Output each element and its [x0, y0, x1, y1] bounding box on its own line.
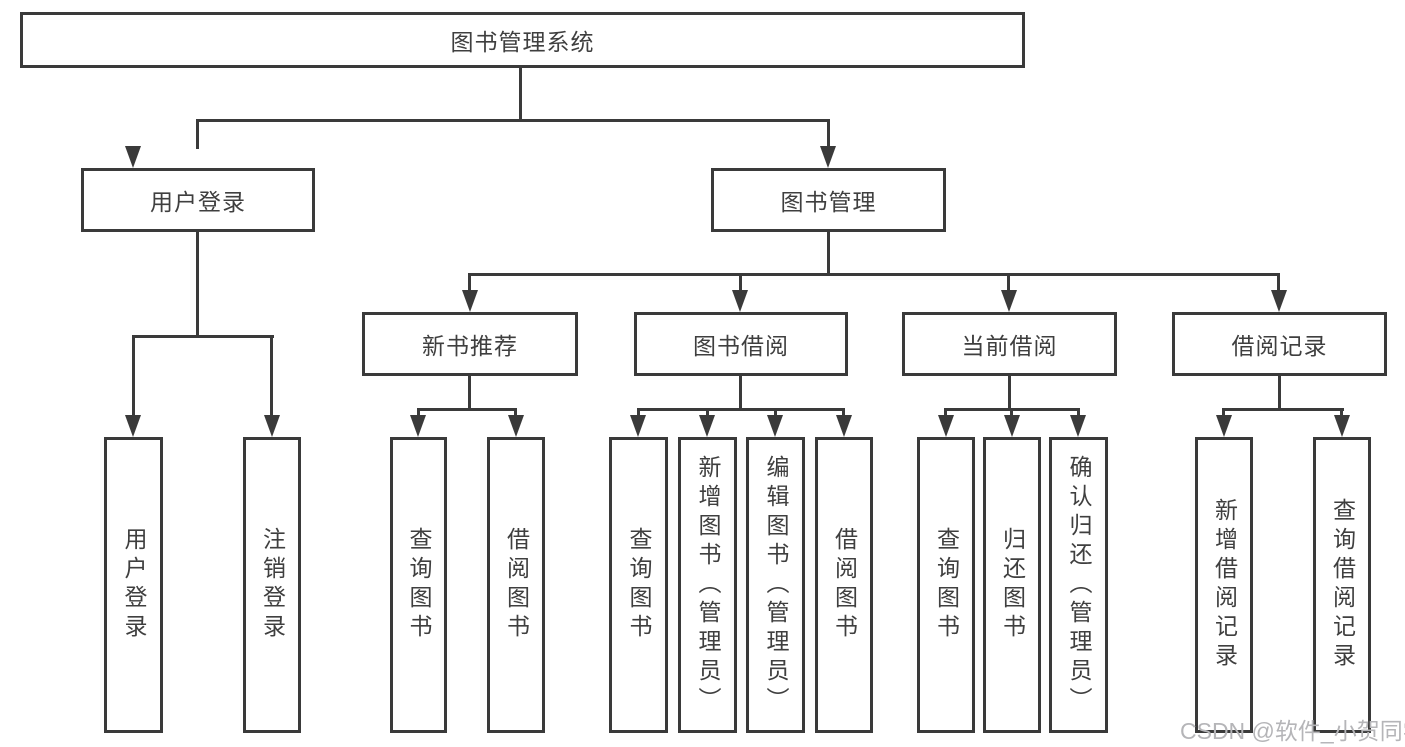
- node-book-borrow-label: 图书借阅: [693, 333, 789, 359]
- connector-stem: [1222, 408, 1225, 420]
- arrow-down-icon: [1271, 290, 1287, 312]
- connector-root-branch: [196, 119, 830, 122]
- connector-stem: [514, 408, 517, 420]
- arrow-down-icon: [1001, 290, 1017, 312]
- leaf-query-book-current-label: 查询图书: [933, 527, 960, 643]
- leaf-query-borrow-record: 查询借阅记录: [1313, 437, 1371, 733]
- connector-stem: [827, 119, 830, 149]
- connector-stem: [944, 408, 947, 420]
- leaf-add-borrow-record-label: 新增借阅记录: [1211, 498, 1238, 672]
- connector-user-login-stem: [196, 232, 199, 335]
- leaf-query-book-borrow: 查询图书: [609, 437, 668, 733]
- leaf-add-book-admin: 新增图书（管理员）: [678, 437, 737, 733]
- leaf-add-borrow-record: 新增借阅记录: [1195, 437, 1253, 733]
- leaf-query-book-recommend-label: 查询图书: [406, 527, 432, 643]
- arrow-down-icon: [410, 415, 426, 437]
- node-root-label: 图书管理系统: [450, 29, 595, 55]
- connector-book-mgmt-branch: [468, 273, 1280, 276]
- watermark: CSDN @软件_小贺同学: [1180, 718, 1405, 744]
- arrow-down-icon: [1334, 415, 1350, 437]
- connector-stem: [1010, 408, 1013, 420]
- arrow-down-icon: [1004, 415, 1020, 437]
- arrow-down-icon: [820, 146, 836, 168]
- node-current-borrow-label: 当前借阅: [961, 333, 1058, 359]
- connector-stem: [842, 408, 845, 420]
- connector-user-login-branch: [132, 335, 274, 338]
- connector-book-mgmt-stem: [827, 232, 830, 273]
- arrow-down-icon: [125, 146, 141, 168]
- connector-stem: [739, 273, 742, 293]
- leaf-borrow-book: 借阅图书: [815, 437, 873, 733]
- node-new-book-recommend: 新书推荐: [362, 312, 578, 376]
- arrow-down-icon: [836, 415, 852, 437]
- leaf-query-book-recommend: 查询图书: [390, 437, 447, 733]
- node-book-management: 图书管理: [711, 168, 946, 232]
- connector-borrow-stem: [739, 376, 742, 408]
- connector-stem: [1340, 408, 1343, 420]
- connector-stem: [774, 408, 777, 420]
- node-borrow-records: 借阅记录: [1172, 312, 1387, 376]
- leaf-edit-book-admin-label: 编辑图书（管理员）: [763, 454, 789, 716]
- leaf-borrow-book-recommend-label: 借阅图书: [503, 527, 530, 643]
- connector-borrow-branch: [637, 408, 845, 411]
- leaf-query-book-current: 查询图书: [917, 437, 975, 733]
- arrow-down-icon: [462, 290, 478, 312]
- node-book-borrow: 图书借阅: [634, 312, 848, 376]
- connector-stem: [637, 408, 640, 420]
- connector-stem: [1077, 408, 1080, 420]
- connector-recommend-stem: [468, 376, 471, 408]
- leaf-borrow-book-recommend: 借阅图书: [487, 437, 545, 733]
- node-user-login: 用户登录: [81, 168, 315, 232]
- node-root: 图书管理系统: [20, 12, 1025, 68]
- arrow-down-icon: [1216, 415, 1232, 437]
- connector-root-stem: [519, 68, 522, 119]
- connector-stem: [706, 408, 709, 420]
- arrow-down-icon: [767, 415, 783, 437]
- leaf-borrow-book-label: 借阅图书: [831, 527, 858, 643]
- leaf-query-borrow-record-label: 查询借阅记录: [1329, 498, 1356, 672]
- connector-records-branch: [1222, 408, 1344, 411]
- leaf-logout: 注销登录: [243, 437, 301, 733]
- arrow-down-icon: [938, 415, 954, 437]
- leaf-logout-label: 注销登录: [259, 527, 286, 643]
- node-borrow-records-label: 借阅记录: [1231, 333, 1328, 359]
- leaf-edit-book-admin: 编辑图书（管理员）: [746, 437, 805, 733]
- node-new-book-recommend-label: 新书推荐: [422, 333, 518, 359]
- node-user-login-label: 用户登录: [150, 189, 246, 215]
- arrow-down-icon: [508, 415, 524, 437]
- node-current-borrow: 当前借阅: [902, 312, 1117, 376]
- connector-stem: [468, 273, 471, 293]
- node-book-management-label: 图书管理: [780, 189, 877, 215]
- connector-stem: [1277, 273, 1280, 293]
- leaf-add-book-admin-label: 新增图书（管理员）: [695, 454, 721, 716]
- leaf-confirm-return-admin: 确认归还（管理员）: [1049, 437, 1108, 733]
- connector-recommend-branch: [417, 408, 517, 411]
- connector-current-stem: [1008, 376, 1011, 408]
- leaf-confirm-return-admin-label: 确认归还（管理员）: [1066, 454, 1092, 716]
- connector-stem: [1007, 273, 1010, 293]
- arrow-down-icon: [125, 415, 141, 437]
- connector-stem: [270, 335, 273, 417]
- arrow-down-icon: [1070, 415, 1086, 437]
- arrow-down-icon: [699, 415, 715, 437]
- leaf-query-book-borrow-label: 查询图书: [626, 527, 652, 643]
- leaf-return-book-label: 归还图书: [999, 527, 1026, 643]
- arrow-down-icon: [732, 290, 748, 312]
- arrow-down-icon: [630, 415, 646, 437]
- connector-stem: [132, 335, 135, 417]
- leaf-user-login: 用户登录: [104, 437, 163, 733]
- connector-records-stem: [1278, 376, 1281, 408]
- connector-stem: [196, 119, 199, 149]
- leaf-return-book: 归还图书: [983, 437, 1041, 733]
- arrow-down-icon: [264, 415, 280, 437]
- connector-stem: [417, 408, 420, 420]
- leaf-user-login-label: 用户登录: [121, 527, 147, 643]
